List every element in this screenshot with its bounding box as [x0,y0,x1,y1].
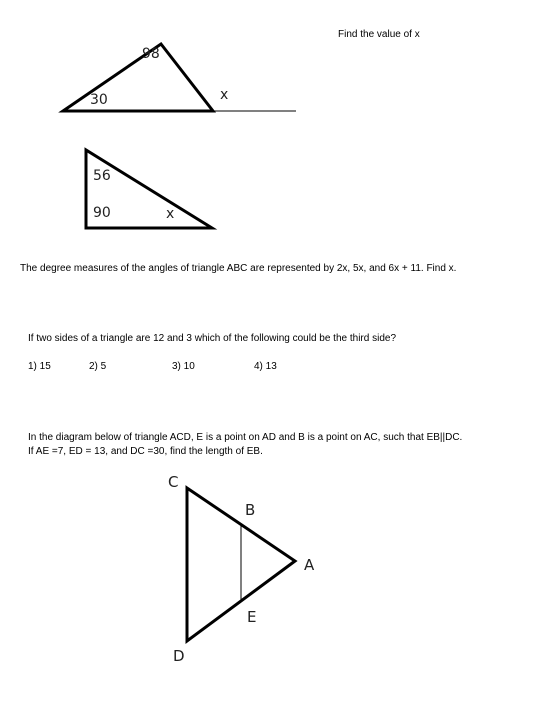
angle-label-30: 30 [90,92,108,108]
choice-4: 4) 13 [254,361,277,372]
triangle-exterior-angle [58,41,217,113]
problem-3-question: If two sides of a triangle are 12 and 3 … [28,333,397,344]
vertex-label-e: E [247,608,257,626]
problem-2-text: The degree measures of the angles of tri… [20,263,457,274]
vertex-label-d: D [173,647,185,665]
vertex-label-b: B [245,501,256,519]
instruction-text: Find the value of x [338,29,420,40]
vertex-label-a: A [304,556,315,574]
angle-label-90: 90 [93,205,111,221]
choice-1: 1) 15 [28,361,51,372]
angle-label-x-exterior: x [220,87,229,103]
angle-label-x-bottom: x [166,206,175,222]
choice-2: 2) 5 [89,361,107,372]
problem-4-line-1: In the diagram below of triangle ACD, E … [28,432,463,443]
choice-3: 3) 10 [172,361,195,372]
angle-label-56: 56 [93,168,111,184]
vertex-label-c: C [168,473,179,491]
problem-4-line-2: If AE =7, ED = 13, and DC =30, find the … [28,446,263,457]
right-triangle [84,147,218,230]
angle-label-98: 98 [142,46,160,62]
